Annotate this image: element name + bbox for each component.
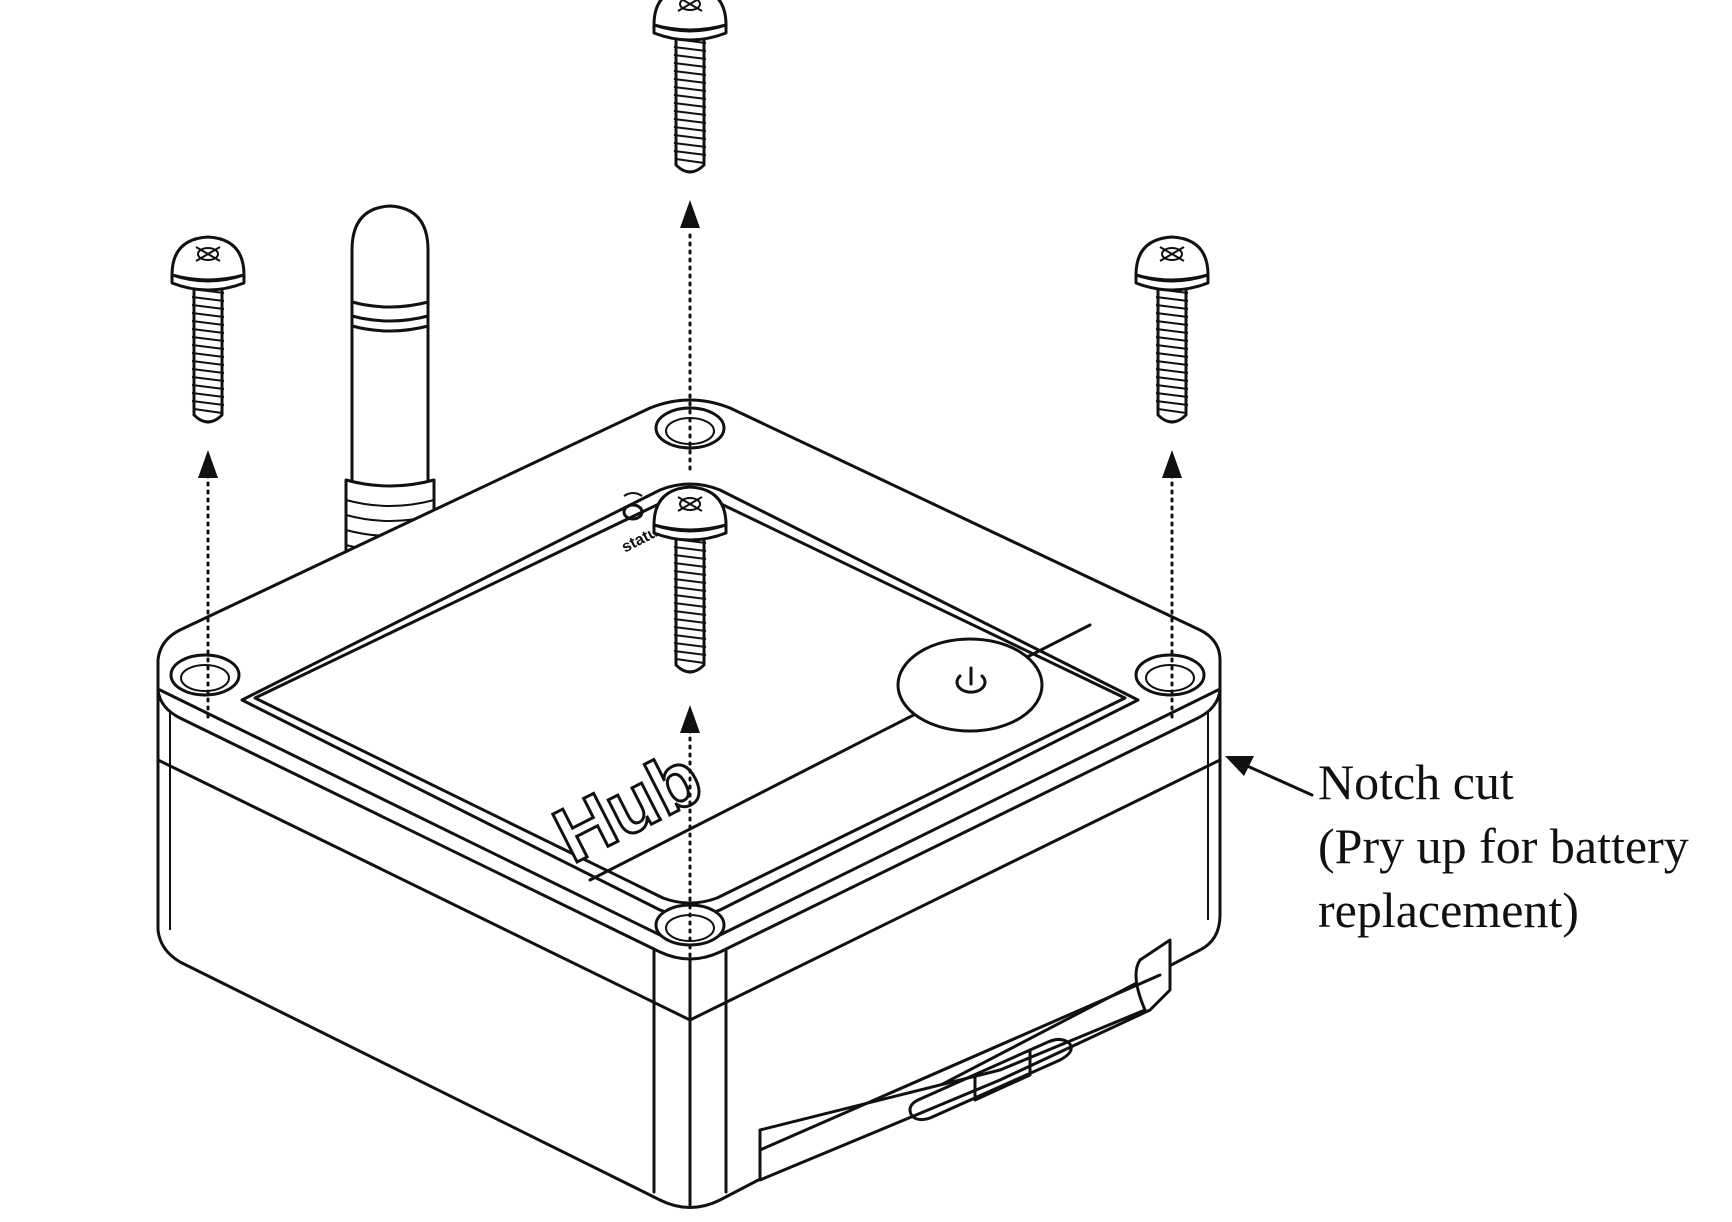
power-icon [955, 666, 987, 694]
notch-callout-text: Notch cut (Pry up for battery replacemen… [1318, 750, 1689, 942]
callout-line-3: replacement) [1318, 882, 1579, 938]
mounting-tab [758, 938, 1172, 1182]
screw-hole-right [1134, 653, 1206, 697]
guide-lines [206, 233, 1174, 977]
callout-line-1: Notch cut [1318, 754, 1514, 810]
notch-callout-arrow [1225, 756, 1314, 797]
antenna [344, 204, 436, 562]
power-button [896, 637, 1044, 733]
hub-device: status Hub [156, 204, 1222, 1209]
arrow-up-icon [198, 200, 1182, 733]
callout-line-2: (Pry up for battery [1318, 818, 1689, 874]
status-led [622, 492, 644, 521]
screw-hole-left [169, 653, 241, 697]
